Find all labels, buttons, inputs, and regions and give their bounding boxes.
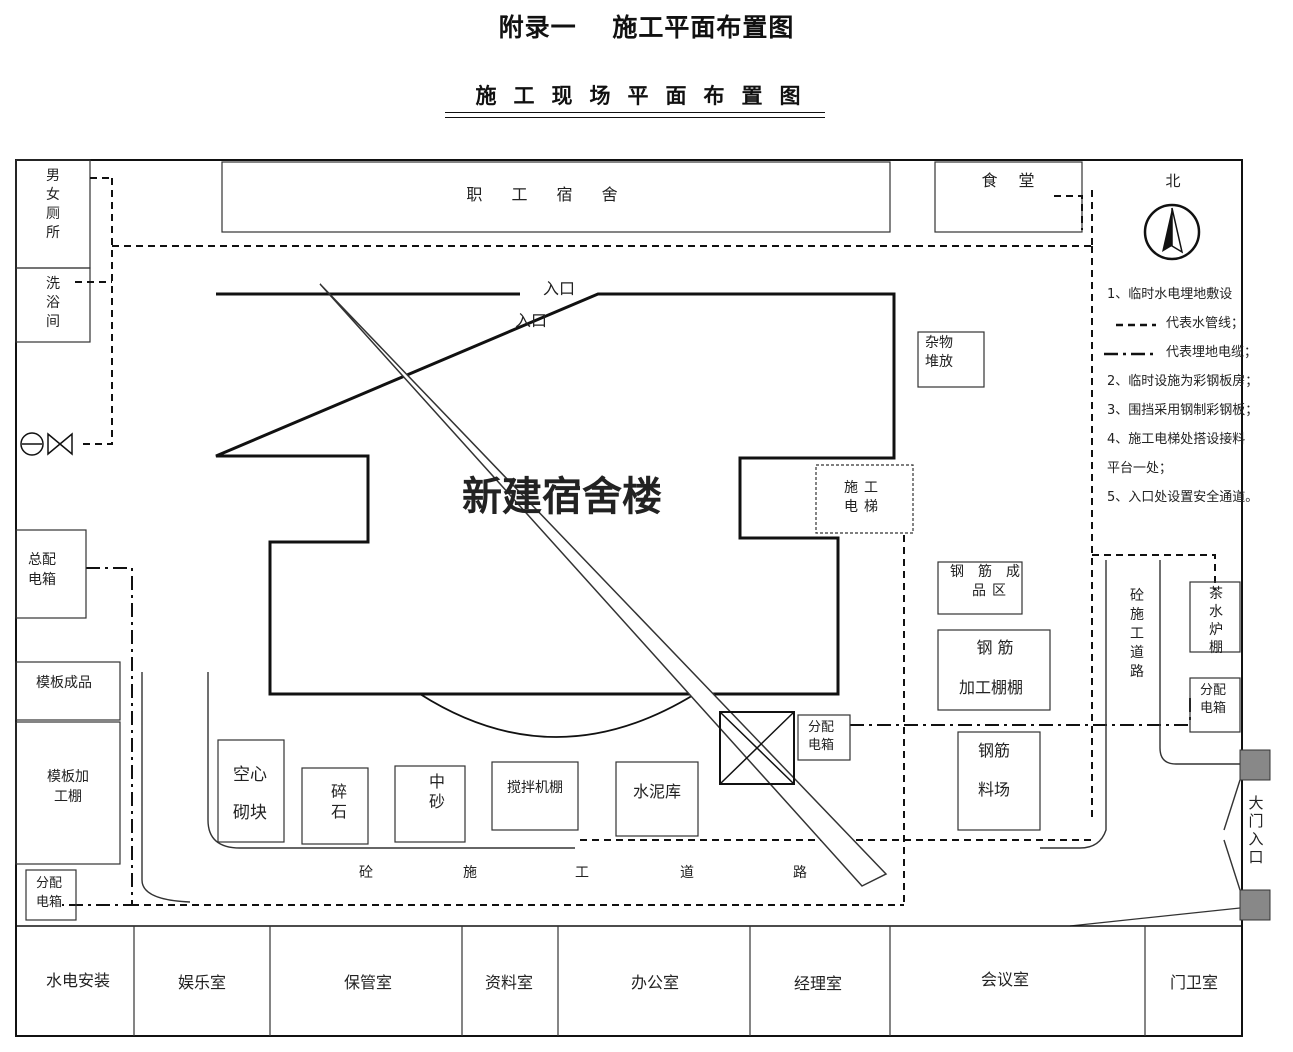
dormitory-building <box>221 161 891 233</box>
right-dist-box-label: 分配电箱 <box>1200 683 1226 716</box>
rebar-shed-label-2: 加工棚棚 <box>959 678 1023 697</box>
hollow-block-store <box>217 739 285 843</box>
road-edge-inner <box>207 672 575 849</box>
water-valve-icon <box>20 432 73 456</box>
legend-cable: 代表埋地电缆； <box>1166 344 1257 360</box>
page-title: 附录一 施工平面布置图 <box>498 13 795 42</box>
gate-post-bottom <box>1239 889 1271 921</box>
legend-item-5: 5、入口处设置安全通道。 <box>1107 489 1258 505</box>
sundries-label: 杂物堆放 <box>925 335 953 370</box>
entrance-top-label: 入口 <box>543 279 575 298</box>
formwork-shed <box>15 721 121 865</box>
gate-doors <box>1223 779 1241 891</box>
north-arrow-icon <box>1143 203 1201 261</box>
room-archives: 资料室 <box>485 973 533 992</box>
road-label-5: 路 <box>793 865 807 881</box>
legend-item-2: 2、临时设施为彩钢板房； <box>1107 373 1258 389</box>
legend-item-4: 4、施工电梯处搭设接料 <box>1107 431 1245 447</box>
center-dist-box-label: 分配电箱 <box>808 720 834 753</box>
legend: 1、临时水电埋地敷设 代表水管线； 代表埋地电缆； 2、临时设施为彩钢板房； 3… <box>1104 287 1258 505</box>
plan-title: 施工现场平面布置图 <box>475 84 818 108</box>
dormitory-label: 职 工 宿 舍 <box>466 185 629 204</box>
entrance-inner-label: 入口 <box>515 311 547 330</box>
sundries-storage <box>917 331 985 388</box>
title-underline <box>445 112 825 118</box>
main-building-outline <box>215 292 896 696</box>
gravel-label: 碎石 <box>331 782 347 821</box>
rebar-yard <box>957 731 1041 831</box>
road-edge-right-inner <box>1040 560 1107 849</box>
bottom-office-row <box>16 925 1242 1036</box>
tower-crane-boom <box>319 283 888 887</box>
canteen-label: 食 堂 <box>981 171 1042 190</box>
water-pipe-lines <box>75 177 1216 906</box>
rebar-processing-shed <box>937 629 1051 711</box>
center-distribution-box <box>797 714 851 761</box>
road-edge-gate <box>1069 907 1241 927</box>
elevator-label: 施工电梯 <box>844 480 884 515</box>
main-distribution-box <box>15 529 87 619</box>
mixer-shed <box>491 761 579 831</box>
cement-label: 水泥库 <box>633 782 681 801</box>
rebar-yard-label-2: 料场 <box>978 780 1010 799</box>
north-label: 北 <box>1165 172 1180 190</box>
room-storage: 保管室 <box>344 973 392 992</box>
tower-crane-base <box>719 711 795 785</box>
left-distribution-box <box>25 869 77 921</box>
room-meeting: 会议室 <box>981 970 1029 989</box>
room-guard: 门卫室 <box>1170 973 1218 992</box>
boiler-label: 茶水炉棚 <box>1209 586 1223 656</box>
sand-store <box>394 765 466 843</box>
road-label-4: 道 <box>680 865 694 881</box>
formwork-finished-area <box>15 661 121 721</box>
main-building-label: 新建宿舍楼 <box>462 474 662 520</box>
room-office: 办公室 <box>631 973 679 992</box>
sand-label: 中砂 <box>429 772 445 811</box>
shower-label: 洗浴间 <box>46 276 60 330</box>
legend-water: 代表水管线； <box>1166 316 1244 331</box>
boiler-shed <box>1189 581 1241 653</box>
road-vertical-label: 砼施工道路 <box>1130 588 1144 680</box>
cement-store <box>615 761 699 837</box>
rebar-shed-label-1: 钢 筋 <box>976 638 1013 657</box>
rebar-finished-label: 钢筋成品区 <box>950 563 1034 599</box>
mixer-shed-label: 搅拌机棚 <box>507 780 563 796</box>
legend-item-1: 1、临时水电埋地敷设 <box>1107 287 1232 302</box>
main-building-arc <box>419 693 696 738</box>
road-edge-right-outer <box>1159 560 1240 765</box>
room-manager: 经理室 <box>794 974 842 993</box>
legend-item-4-cont: 平台一处； <box>1107 461 1172 476</box>
rebar-finished-area <box>937 561 1023 615</box>
hollow-block-label: 空心砌块 <box>233 765 267 823</box>
gate-label: 大门入口 <box>1248 794 1263 866</box>
shower-building <box>15 267 91 343</box>
page-header: 附录一 施工平面布置图 施工现场平面布置图 <box>0 0 1293 120</box>
formwork-shed-label: 模板加工棚 <box>47 769 89 805</box>
right-distribution-box <box>1189 677 1241 733</box>
room-recreation: 娱乐室 <box>178 973 226 992</box>
legend-item-3: 3、围挡采用钢制彩钢板； <box>1107 403 1258 418</box>
road-edge-left <box>141 672 191 903</box>
rebar-yard-label-1: 钢筋 <box>978 741 1010 760</box>
road-label-2: 施 <box>463 865 477 881</box>
room-utilities: 水电安装 <box>46 971 110 990</box>
main-box-label: 总配电箱 <box>28 552 56 588</box>
construction-elevator <box>815 464 914 534</box>
toilet-label: 男女厕所 <box>46 168 60 241</box>
gravel-store <box>301 767 369 845</box>
formwork-finished-label: 模板成品 <box>36 675 92 691</box>
left-dist-box-label: 分配电箱 <box>36 876 62 910</box>
gate-post-top <box>1239 749 1271 781</box>
road-label-3: 工 <box>575 865 589 881</box>
road-label-1: 砼 <box>359 865 373 881</box>
